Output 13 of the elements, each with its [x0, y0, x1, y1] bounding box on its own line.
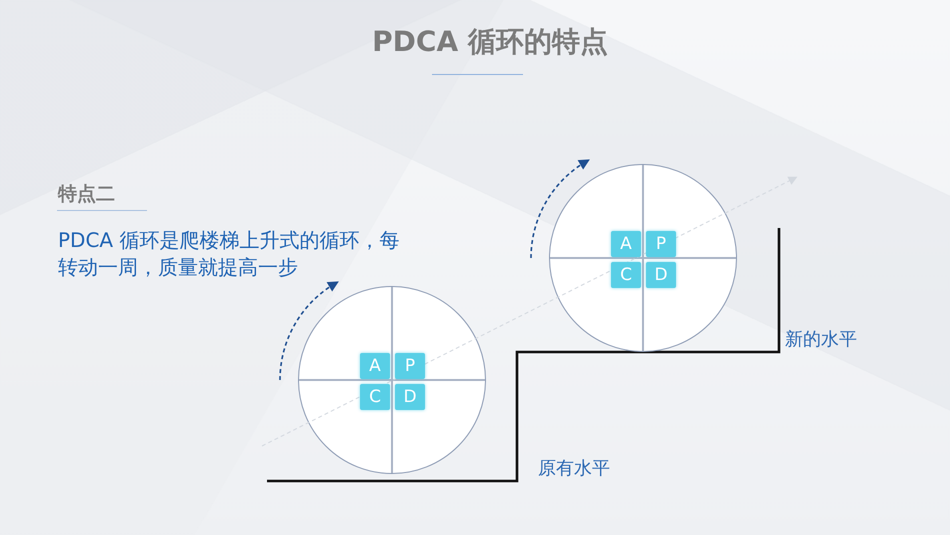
- pdca-phase-tile: D: [646, 262, 676, 288]
- pdca-phase-tile: P: [395, 353, 425, 379]
- section-heading: 特点二: [58, 182, 115, 207]
- pdca-phase-tile: P: [646, 231, 676, 257]
- slide-title: PDCA 循环的特点: [372, 24, 608, 60]
- pdca-phase-tile: A: [360, 353, 390, 379]
- level-label: 新的水平: [785, 328, 857, 352]
- description-text: PDCA 循环是爬楼梯上升式的循环，每转动一周，质量就提高一步: [58, 227, 400, 281]
- level-label: 原有水平: [538, 457, 610, 481]
- pdca-phase-tile: C: [360, 384, 390, 410]
- pdca-phase-tile: C: [611, 262, 641, 288]
- pdca-phase-tile: D: [395, 384, 425, 410]
- pdca-phase-tile: A: [611, 231, 641, 257]
